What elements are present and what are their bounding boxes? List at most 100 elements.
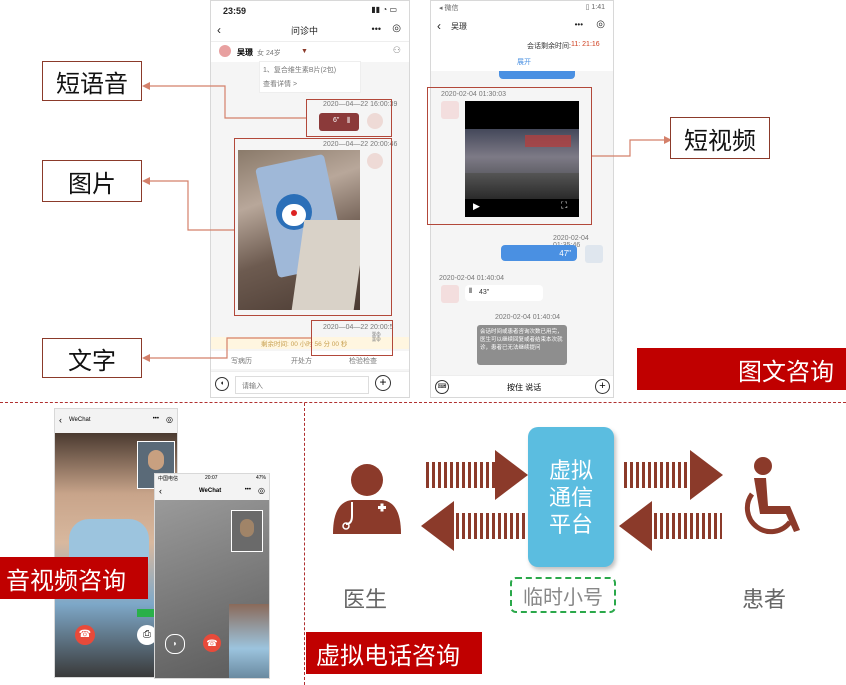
- status-left: ◂ 微信: [439, 5, 459, 12]
- back-icon[interactable]: ‹: [217, 23, 221, 37]
- chevron-down-icon[interactable]: ▼: [301, 48, 308, 55]
- tab-prescribe[interactable]: 开处方: [291, 358, 312, 365]
- remaining-label: 会话剩余时间:: [527, 43, 571, 50]
- camera-switch-button[interactable]: ⎙: [137, 625, 157, 645]
- status-bar: 23:59 ▮▮ ◔ ▭: [211, 1, 409, 21]
- hold-to-talk-button[interactable]: 按住 说话: [507, 383, 542, 392]
- target-icon[interactable]: ◎: [258, 486, 265, 495]
- label-virtual-phone-consult: 虚拟电话咨询: [306, 632, 482, 674]
- vertical-divider: [304, 403, 305, 685]
- voice-wave-icon: ⦀: [469, 288, 473, 295]
- temp-number-label: 临时小号: [523, 586, 603, 609]
- arrow-doctor-to-platform: [423, 450, 528, 500]
- label-text-image-consult: 图文咨询: [637, 348, 846, 390]
- timestamp-2: 2020—04—22 20:00:46: [323, 141, 398, 148]
- view-detail-link[interactable]: 查看详情 >: [263, 81, 298, 88]
- image-highlight-box: [234, 138, 392, 316]
- back-icon[interactable]: ‹: [159, 486, 162, 496]
- status-time: 23:59: [223, 6, 247, 16]
- doctor-label: 医生: [343, 587, 388, 612]
- fullscreen-icon[interactable]: ⛶: [561, 200, 568, 210]
- wheelchair-icon: [744, 457, 800, 535]
- label-av-consult: 音视频咨询: [0, 557, 148, 599]
- patient-avatar: [441, 285, 459, 303]
- tab-write-record[interactable]: 写病历: [231, 358, 252, 365]
- callout-video: 短视频: [670, 117, 770, 159]
- add-icon[interactable]: +: [375, 375, 391, 391]
- video-frame: [465, 129, 579, 199]
- text-arrowhead: [142, 354, 150, 362]
- patient-info: 女 24岁: [257, 50, 281, 57]
- video-message[interactable]: ▶ ⛶: [465, 101, 579, 217]
- more-icon[interactable]: •••: [371, 24, 381, 34]
- patient-avatar: [219, 45, 231, 57]
- rx-item: 1、复合维生素B片(2包): [263, 67, 337, 74]
- more-icon[interactable]: •••: [152, 416, 159, 422]
- play-icon[interactable]: ▶: [473, 201, 480, 211]
- target-icon[interactable]: ◎: [166, 415, 173, 424]
- more-icon[interactable]: •••: [244, 487, 251, 493]
- doraemon-face-icon: [276, 194, 312, 230]
- patient-label: 患者: [742, 587, 787, 612]
- input-bar: ◖ 请输入 +: [211, 371, 409, 397]
- voice-bubble-blue[interactable]: 47": [501, 245, 577, 261]
- speaker-button[interactable]: ◗: [165, 634, 185, 654]
- doctor-chat-screenshot: 23:59 ▮▮ ◔ ▭ ‹ 问诊中 ••• ◎ 吴璟 女 24岁 ▼ ⚇ 1、…: [210, 0, 410, 398]
- call-time: 20:07: [205, 475, 218, 481]
- expand-link[interactable]: 展开: [517, 59, 531, 66]
- doctor-avatar: [585, 245, 603, 263]
- platform-label: 虚拟 通信 平台: [548, 457, 593, 537]
- tab-lab-test[interactable]: 检验检查: [349, 358, 377, 365]
- add-icon[interactable]: +: [595, 379, 610, 394]
- callout-image: 图片: [42, 160, 142, 202]
- self-view: [231, 510, 263, 552]
- carrier: 中国电信: [158, 476, 179, 482]
- doctor-icon: [333, 464, 401, 534]
- image-connector: [148, 180, 234, 231]
- virtual-platform-box: 虚拟 通信 平台: [528, 427, 614, 567]
- image-message[interactable]: [238, 150, 360, 310]
- callout-connectors: [142, 82, 672, 362]
- voice-bubble-white[interactable]: ⦀ 43": [465, 285, 543, 301]
- rx-card[interactable]: 1、复合维生素B片(2包) 查看详情 >: [259, 61, 361, 93]
- voice-wave-icon: ⦀: [347, 116, 351, 125]
- back-icon[interactable]: ‹: [59, 415, 62, 425]
- arrow-platform-to-doctor: [421, 501, 526, 551]
- doctor-avatar: [367, 113, 383, 129]
- app-title: WeChat: [69, 417, 91, 423]
- more-icon[interactable]: •••: [574, 20, 583, 29]
- voice-bubble[interactable]: 6" ⦀: [319, 113, 359, 131]
- doctor-avatar: [367, 153, 383, 169]
- call-header: ‹ WeChat ••• ◎: [55, 409, 177, 433]
- chat-name: 吴璟: [451, 22, 467, 31]
- horizontal-divider: [0, 402, 846, 403]
- patient-bar: 吴璟 女 24岁 ▼ ⚇: [211, 41, 409, 62]
- patient-avatar: [441, 101, 459, 119]
- link-icon: ⛓: [370, 332, 383, 343]
- voice-duration: 6": [333, 117, 340, 124]
- back-icon[interactable]: ‹: [437, 19, 441, 33]
- arrow-platform-to-patient: [622, 450, 723, 500]
- target-icon[interactable]: ◎: [596, 19, 605, 30]
- arrow-patient-to-platform: [619, 501, 722, 551]
- keyboard-icon[interactable]: ⌨: [435, 380, 449, 394]
- voice-toggle-icon[interactable]: ◖: [215, 377, 229, 391]
- person-icon[interactable]: ⚇: [392, 45, 401, 55]
- chat-header: ‹ 问诊中 ••• ◎: [211, 21, 409, 41]
- message-input[interactable]: 请输入: [235, 376, 369, 394]
- call-header: ‹ WeChat ••• ◎: [155, 484, 269, 500]
- peer-mask-view: [229, 604, 269, 678]
- target-icon[interactable]: ◎: [392, 23, 401, 34]
- hangup-button[interactable]: ☎: [203, 634, 221, 652]
- timestamp-4: 2020-02-04 01:40:04: [495, 314, 560, 321]
- input-bar: ⌨ 按住 说话 +: [431, 375, 613, 397]
- hangup-button[interactable]: ☎: [75, 625, 95, 645]
- image-arrowhead: [142, 177, 150, 185]
- voice-bubble-top[interactable]: [499, 71, 575, 79]
- callout-voice: 短语音: [42, 61, 142, 101]
- system-message-text: 会话时间或患者咨询次数已用完，医生可以继续回复或者结束本次就诊，患者已无法继续提…: [480, 329, 563, 351]
- callout-text: 文字: [42, 338, 142, 378]
- patient-chat-screenshot: ◂ 微信 ▯ 1:41 ‹ 吴璟 ••• ◎ 会话剩余时间: 11: 21:16…: [430, 0, 614, 398]
- text-highlight-box: [311, 320, 393, 356]
